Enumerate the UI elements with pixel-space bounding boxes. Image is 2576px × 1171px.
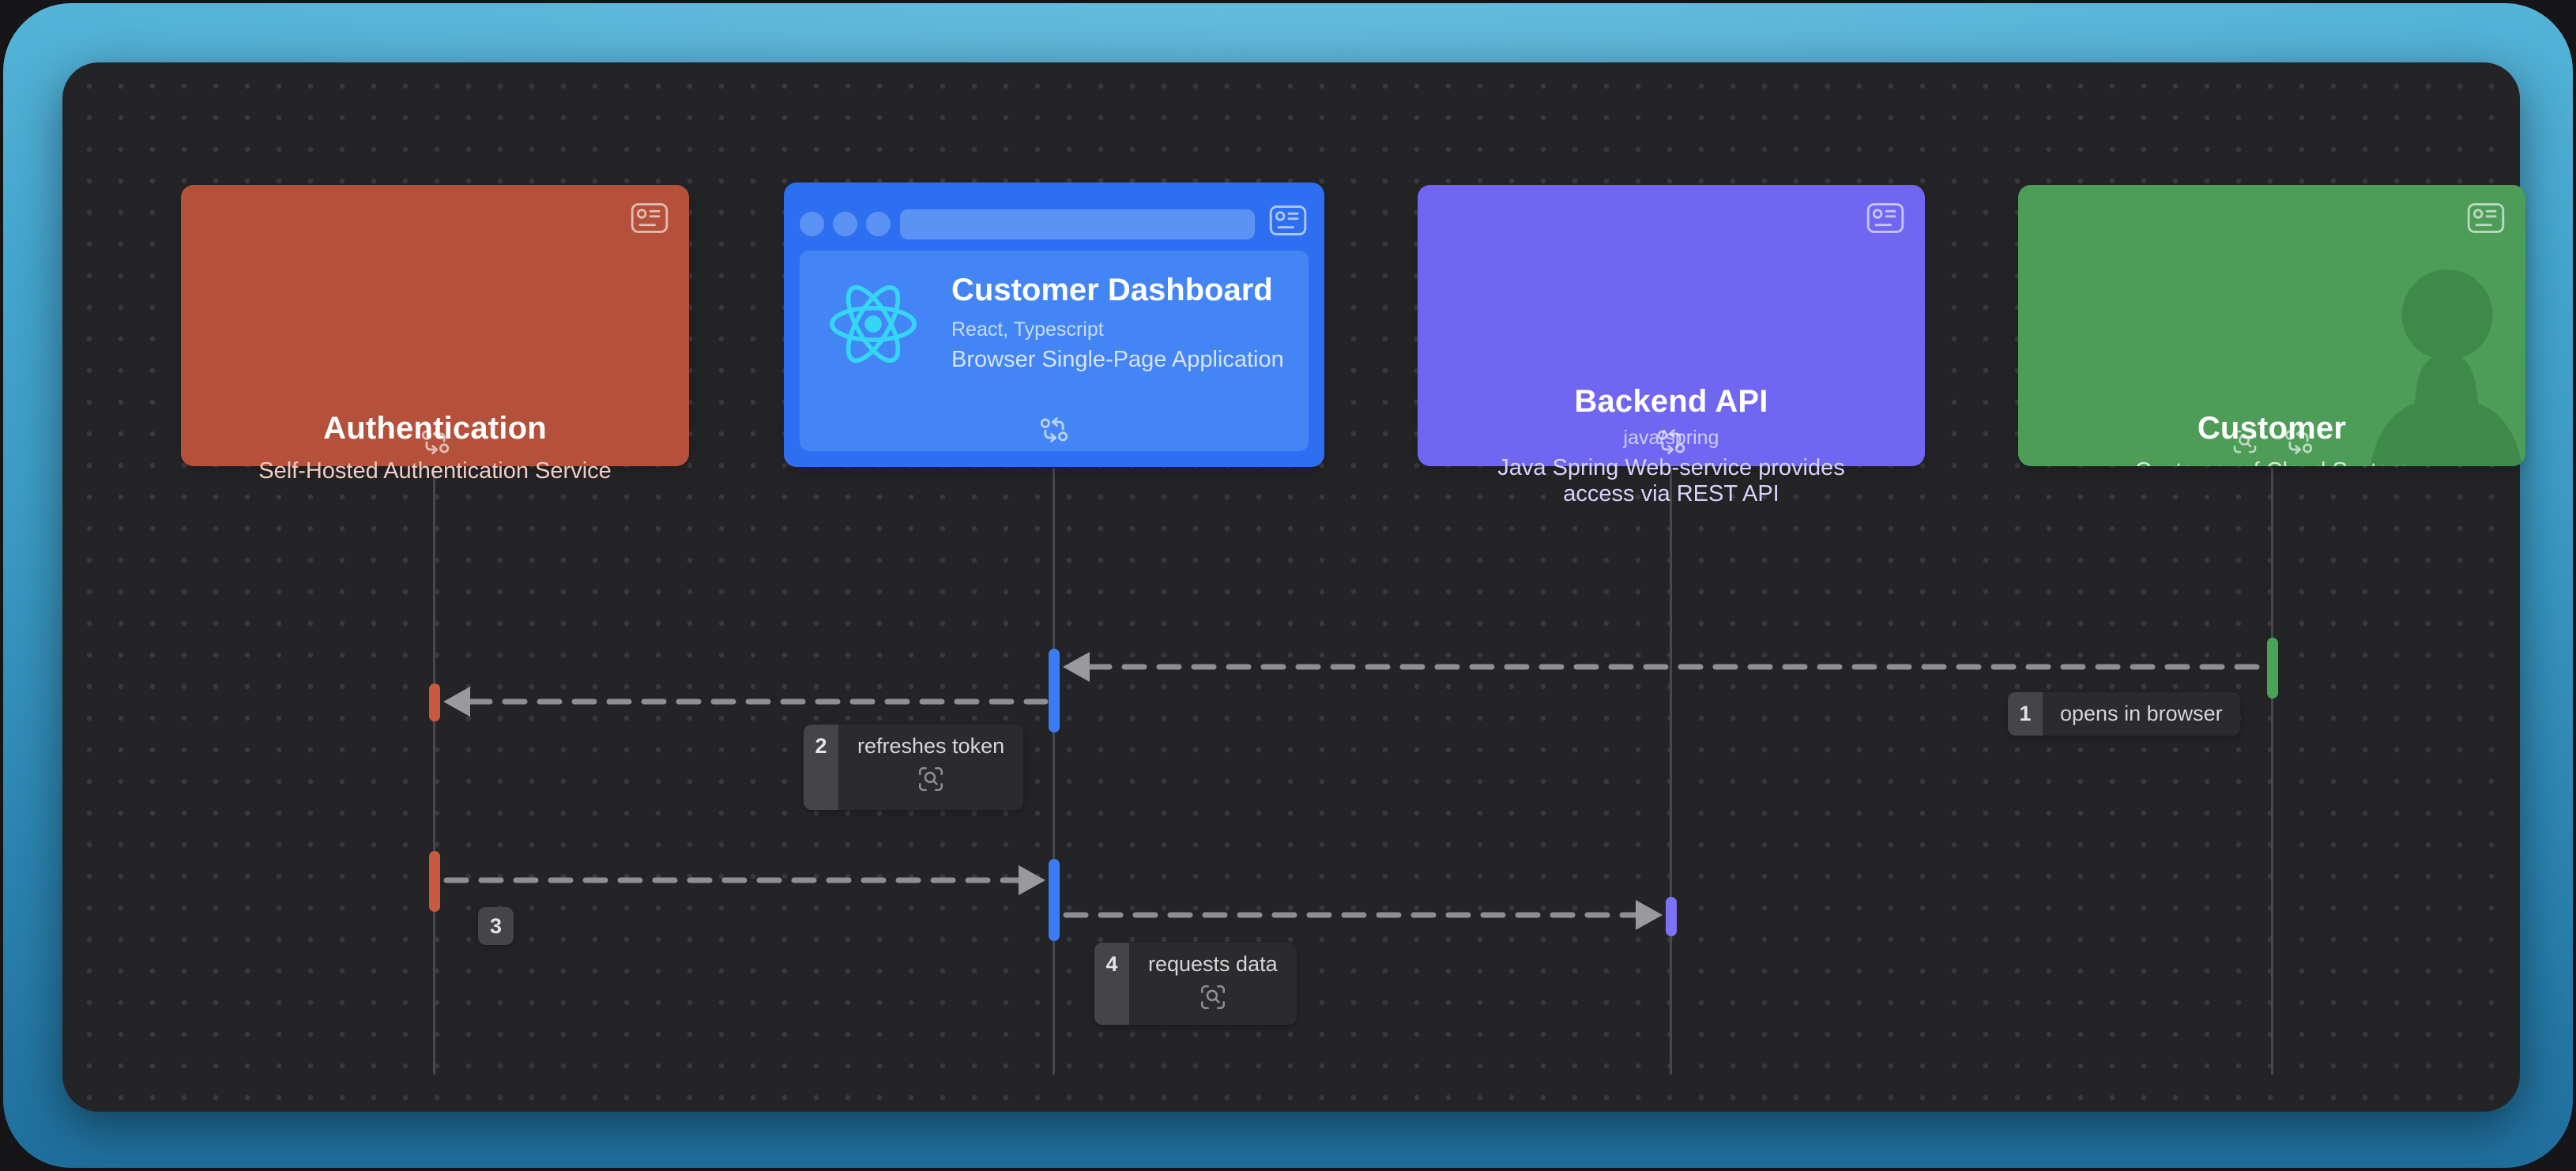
message-label-1[interactable]: 1 opens in browser <box>2008 692 2240 736</box>
arrow-message-4 <box>1063 900 1663 930</box>
activation-bar-auth-1[interactable] <box>429 683 440 721</box>
message-number: 1 <box>2008 692 2043 736</box>
message-text: opens in browser <box>2060 702 2223 725</box>
actor-card-customer[interactable]: Customer Customer of Cloud System <box>2018 185 2525 466</box>
focus-scan-icon <box>2229 428 2261 455</box>
actor-card-customer-dashboard[interactable]: Customer Dashboard React, Typescript Bro… <box>784 183 1324 467</box>
app-window-background: Authentication Self-Hosted Authenticatio… <box>3 3 2573 1168</box>
activation-bar-backend[interactable] <box>1666 897 1677 936</box>
browser-window-dot <box>833 212 857 236</box>
flow-swap-icon <box>2283 428 2314 455</box>
message-text: requests data <box>1148 952 1278 976</box>
actor-subtitle: Browser Single-Page Application <box>951 347 1284 372</box>
person-silhouette <box>2371 269 2522 466</box>
message-label-2[interactable]: 2 refreshes token <box>804 725 1024 810</box>
flow-swap-icon <box>1655 428 1687 455</box>
lifeline-backend-api <box>1670 468 1672 1075</box>
react-logo <box>830 284 917 363</box>
flow-swap-icon <box>420 428 451 455</box>
flow-swap-icon <box>1038 416 1070 443</box>
activation-bar-dashboard-2[interactable] <box>1049 859 1060 941</box>
focus-scan-icon[interactable] <box>1199 983 1227 1011</box>
arrow-message-1 <box>1063 652 2267 682</box>
actor-subtitle: Self-Hosted Authentication Service <box>258 458 612 484</box>
id-card-icon <box>631 202 668 234</box>
id-card-icon <box>1269 205 1307 236</box>
actor-subtitle: Customer of Cloud System <box>2018 458 2525 466</box>
message-number: 2 <box>804 725 838 810</box>
arrow-message-2 <box>443 687 1049 717</box>
focus-scan-icon[interactable] <box>917 765 945 793</box>
actor-subtitle: Java Spring Web-service provides access … <box>1497 455 1845 506</box>
message-number: 3 <box>489 913 503 938</box>
message-number: 4 <box>1094 943 1129 1025</box>
actor-tech: React, Typescript <box>951 318 1104 341</box>
actor-title: Customer <box>2197 411 2347 446</box>
actor-title: Customer Dashboard <box>951 273 1273 307</box>
actor-tech: java/spring <box>1623 427 1719 449</box>
actor-title: Authentication <box>323 411 547 446</box>
lifeline-customer <box>2271 468 2273 1075</box>
lifeline-customer-dashboard <box>1053 468 1055 1075</box>
browser-window-dot <box>866 212 891 236</box>
actor-title: Backend API <box>1574 384 1768 419</box>
message-text: refreshes token <box>857 734 1005 758</box>
browser-url-bar <box>900 209 1255 239</box>
diagram-canvas[interactable]: Authentication Self-Hosted Authenticatio… <box>62 62 2525 1112</box>
id-card-icon <box>2467 202 2505 234</box>
actor-card-authentication[interactable]: Authentication Self-Hosted Authenticatio… <box>181 185 689 484</box>
arrow-message-3 <box>443 865 1045 895</box>
actor-card-backend-api[interactable]: Backend API java/spring Java Spring Web-… <box>1418 185 1925 506</box>
activation-bar-dashboard-1[interactable] <box>1049 649 1060 732</box>
browser-window-dot <box>800 212 824 236</box>
lifeline-authentication <box>433 468 435 1075</box>
message-label-4[interactable]: 4 requests data <box>1094 943 1297 1025</box>
id-card-icon <box>1866 202 1904 234</box>
activation-bar-auth-2[interactable] <box>429 851 440 912</box>
browser-content-panel: Customer Dashboard React, Typescript Bro… <box>800 250 1309 451</box>
activation-bar-customer[interactable] <box>2267 638 2278 698</box>
message-label-3[interactable]: 3 <box>478 907 514 945</box>
